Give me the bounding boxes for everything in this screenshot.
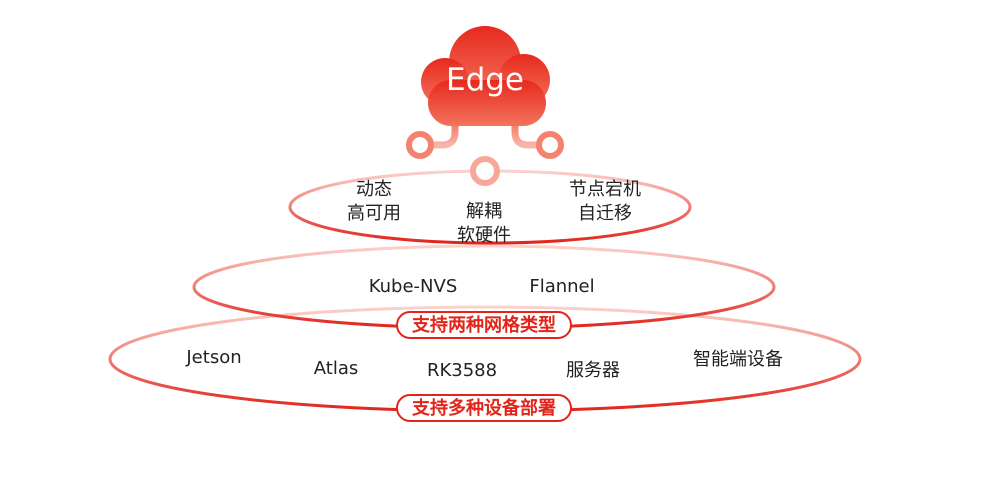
tier1-item-decouple-line1: 解耦 — [466, 201, 502, 222]
connector-nodes — [406, 131, 564, 186]
tier1-item-ha-line2: 高可用 — [347, 203, 401, 224]
node-left — [406, 131, 434, 159]
tier1-item-ha: 动态 高可用 — [347, 178, 401, 226]
node-right — [536, 131, 564, 159]
cloud-icon — [421, 26, 550, 126]
node-center — [470, 156, 500, 186]
tier3-item-jetson: Jetson — [186, 347, 242, 368]
tier1-item-migrate-line2: 自迁移 — [578, 203, 632, 224]
tier3-badge: 支持多种设备部署 — [396, 394, 572, 422]
tier1-item-decouple: 解耦 软硬件 — [457, 200, 511, 248]
cloud-label: Edge — [445, 62, 525, 98]
tier2-badge: 支持两种网格类型 — [396, 311, 572, 339]
tier1-item-ha-line1: 动态 — [356, 179, 392, 200]
tier3-item-server: 服务器 — [566, 360, 620, 381]
tier3-item-atlas: Atlas — [313, 358, 359, 379]
tier2-item-kube-nvs: Kube-NVS — [368, 276, 458, 297]
tier1-item-migrate: 节点宕机 自迁移 — [569, 178, 641, 226]
tier3-item-edge-devices: 智能端设备 — [693, 349, 783, 370]
tier2-item-flannel: Flannel — [529, 276, 595, 297]
tier1-item-migrate-line1: 节点宕机 — [569, 179, 641, 200]
tier3-item-rk3588: RK3588 — [426, 360, 498, 381]
cloud-connectors — [424, 114, 546, 164]
tier1-item-decouple-line2: 软硬件 — [457, 225, 511, 246]
